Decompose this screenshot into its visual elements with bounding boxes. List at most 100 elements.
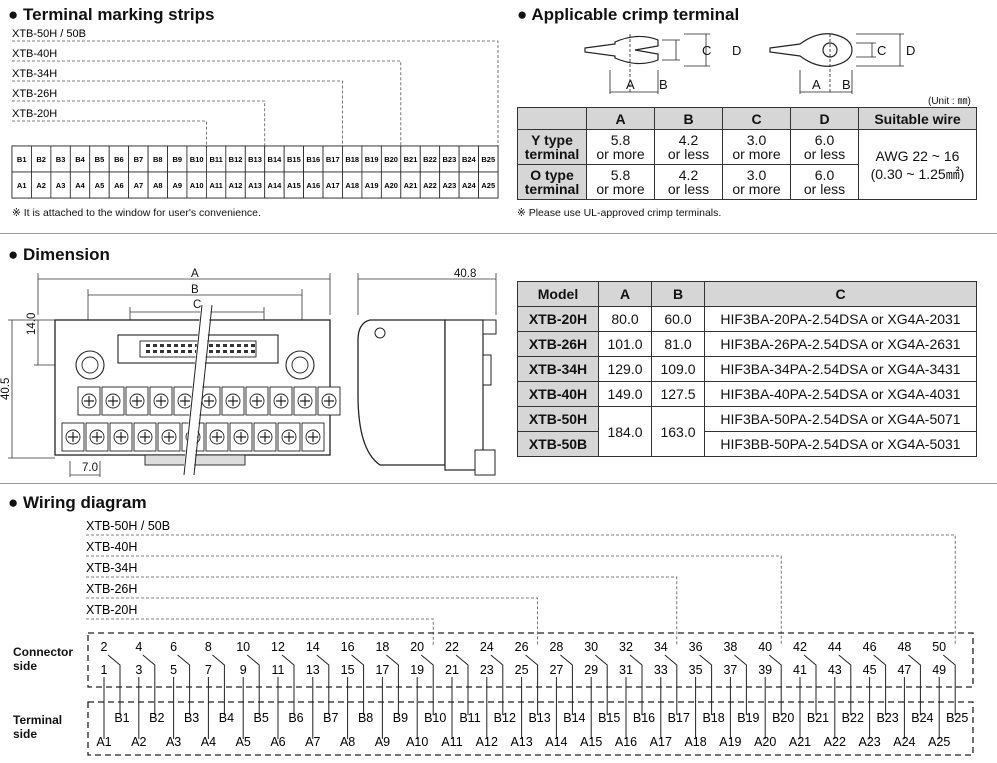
wire-even-to-b [351,654,365,715]
wire-even-to-b [664,654,678,715]
terminal-strips-title: Terminal marking strips [23,5,215,24]
strip-label-b: B8 [153,155,163,164]
dim-c-cell: HIF3BB-50PA-2.54DSA or XG4A-5031 [704,431,977,457]
terminal-b-label: B23 [876,711,898,725]
strip-label-b: B17 [326,155,340,164]
strip-label-b: B10 [190,155,204,164]
terminal-b-label: B7 [323,711,338,725]
crimp-header-d: D [790,107,859,130]
screw-cross [108,396,118,406]
connector-pin-even: 36 [689,640,703,654]
connector-pin-even: 8 [205,640,212,654]
wiring-diagram: XTB-50H / 50BXTB-40HXTB-34HXTB-26HXTB-20… [86,519,974,756]
strip-model-label: XTB-20H [12,108,57,120]
strip-label-a: A9 [172,181,182,190]
section-divider-1 [0,233,997,234]
terminal-a-label: A23 [858,735,880,749]
strip-cell-a [478,171,499,199]
connector-pin-even: 40 [758,640,772,654]
screw-cross [260,432,270,442]
wire-even-to-b [490,654,504,715]
strip-note: ※ It is attached to the window for user'… [12,207,261,219]
connector-pin-even: 48 [897,640,911,654]
connector-pin [223,350,227,353]
connector-pin [244,350,248,353]
wire-even-to-b [942,654,956,715]
dim-row: XTB-50B HIF3BB-50PA-2.54DSA or XG4A-5031 [517,431,977,457]
wire-even-to-b [455,654,469,715]
connector-pin [223,344,227,347]
strip-label-a: A20 [384,181,398,190]
connector-pin-even: 2 [101,640,108,654]
strip-label-a: A15 [287,181,301,190]
connector-pin [216,350,220,353]
strip-label-b: B2 [36,155,46,164]
wire-even-to-b [316,654,330,715]
strip-label-a: A21 [404,181,418,190]
wire-even-to-b [420,654,434,715]
terminal-b-label: B17 [668,711,690,725]
dimension-heading: ● Dimension [8,245,110,264]
terminal-a-label: A8 [340,735,355,749]
wiring-model-leader [86,534,956,645]
connector-pin [209,350,213,353]
connector-pin-even: 30 [584,640,598,654]
strip-model-label: XTB-40H [12,48,57,60]
connector-pin [174,344,178,347]
dim-model-cell: XTB-34H [517,356,599,382]
connector-pin-odd-label: 11 [272,663,285,677]
connector-pin-odd-label: 37 [723,663,737,677]
wiring-model-leader [86,576,678,645]
screw-cross [284,432,294,442]
connector-pin-odd-label: 5 [170,663,177,677]
connector-pin-odd-label: 1 [101,663,108,677]
dim-label-a: A [191,268,199,280]
screw-cross [68,432,78,442]
strip-label-b: B9 [172,155,182,164]
screw-cross [204,396,214,406]
connector-pin-even: 28 [549,640,563,654]
strip-label-b: B25 [481,155,495,164]
terminal-b-label: B22 [842,711,864,725]
terminal-b-label: B15 [598,711,620,725]
screw-cross [92,432,102,442]
dim-a-cell-50: 184.0 [598,406,652,457]
terminal-a-label: A1 [96,735,111,749]
screw-cross [228,396,238,406]
strip-label-a: A2 [36,181,46,190]
wire-even-to-b [281,654,295,715]
connector-pin-even: 6 [170,640,177,654]
strip-label-b: B15 [287,155,301,164]
terminal-a-label: A3 [166,735,181,749]
strip-label-b: B18 [345,155,359,164]
strip-label-a: A4 [75,181,85,190]
terminal-b-label: B18 [702,711,724,725]
strip-label-b: B4 [75,155,85,164]
connector-pin-even: 14 [306,640,320,654]
terminal-b-label: B4 [219,711,234,725]
terminal-a-label: A21 [789,735,811,749]
o-label-b: B [842,77,851,92]
dim-model-cell: XTB-20H [517,306,599,332]
dim-model-cell: XTB-50H [517,406,599,432]
strip-label-a: A11 [209,181,222,190]
connector-pin-even: 42 [793,640,807,654]
wire-even-to-b [142,654,156,715]
terminal-b-label: B9 [393,711,408,725]
connector-pin-even: 32 [619,640,633,654]
o-type-terminal-drawing [769,33,904,94]
connector-pin [251,350,255,353]
crimp-title: Applicable crimp terminal [531,5,740,24]
screw-cross [308,432,318,442]
screw-cross [140,432,150,442]
terminal-a-label: A15 [580,735,602,749]
wire-even-to-b [212,654,225,715]
connector-pin-even: 12 [271,640,285,654]
terminal-strips-heading: ● Terminal marking strips [8,5,215,24]
screw-cross [164,432,174,442]
dim-a-cell: 129.0 [598,356,652,382]
strip-label-b: B19 [365,155,379,164]
strip-label-b: B1 [17,155,27,164]
